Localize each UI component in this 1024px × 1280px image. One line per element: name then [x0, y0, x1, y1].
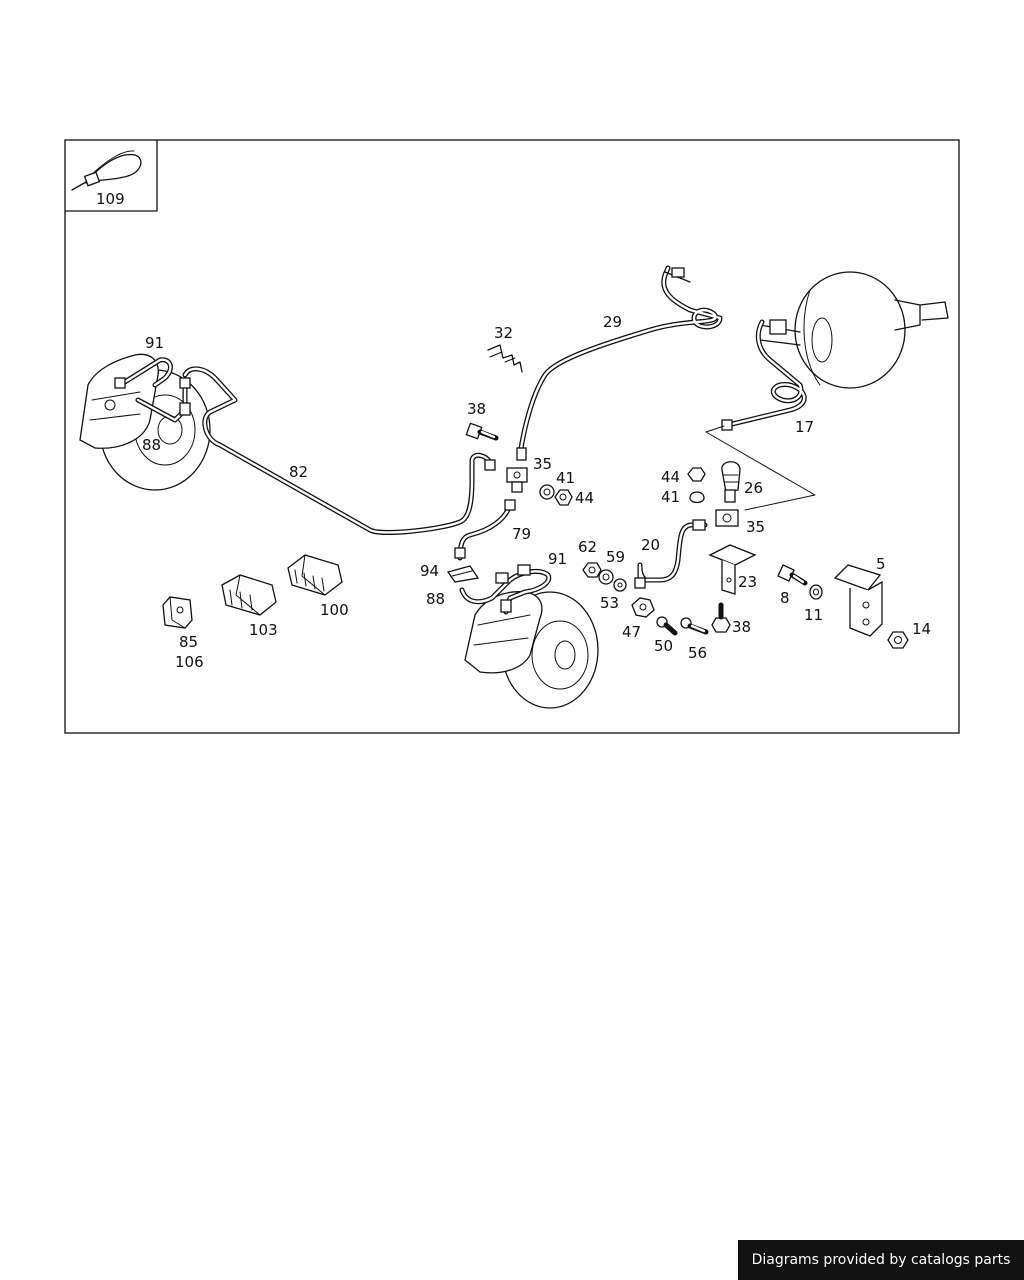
label-23: 23: [738, 573, 757, 591]
label-17: 17: [795, 418, 814, 436]
part-11-washer[interactable]: [809, 584, 823, 600]
part-50-bolt[interactable]: [656, 616, 678, 636]
label-14: 14: [912, 620, 931, 638]
label-8: 8: [780, 589, 790, 607]
label-91-right: 91: [548, 550, 567, 568]
diagram-frame: [64, 139, 960, 734]
part-35-tee-connector-right[interactable]: [715, 509, 739, 527]
part-88-left-brake-caliper[interactable]: [79, 353, 211, 491]
part-103-grommet[interactable]: [221, 574, 277, 616]
label-41-left: 41: [556, 469, 575, 487]
inset-box: [64, 139, 158, 212]
label-44-left: 44: [575, 489, 594, 507]
label-56: 56: [688, 644, 707, 662]
part-35-tee-connector[interactable]: [506, 467, 528, 493]
part-23-bracket[interactable]: [708, 544, 757, 595]
part-88-right-brake-caliper[interactable]: [464, 591, 599, 709]
part-38-bolt[interactable]: [465, 422, 499, 441]
leader-line: [705, 425, 816, 511]
part-29-brake-pipe[interactable]: [516, 265, 723, 461]
label-41-right: 41: [661, 488, 680, 506]
label-79: 79: [512, 525, 531, 543]
label-91-left: 91: [145, 334, 164, 352]
part-85-grommet[interactable]: [162, 596, 193, 629]
part-41-washer-right[interactable]: [689, 491, 705, 504]
part-94-clip[interactable]: [446, 565, 480, 583]
label-38-right: 38: [732, 618, 751, 636]
part-17-brake-pipe[interactable]: [721, 319, 807, 431]
part-53-bushing[interactable]: [613, 578, 627, 592]
label-82: 82: [289, 463, 308, 481]
label-100: 100: [320, 601, 349, 619]
part-14-nut[interactable]: [887, 631, 909, 649]
part-44-nut[interactable]: [554, 489, 573, 506]
label-88-right: 88: [426, 590, 445, 608]
part-82-brake-pipe[interactable]: [182, 366, 496, 535]
label-103: 103: [249, 621, 278, 639]
part-8-bolt[interactable]: [777, 564, 808, 586]
part-56-bolt[interactable]: [680, 617, 709, 635]
label-53: 53: [600, 594, 619, 612]
label-5: 5: [876, 555, 886, 573]
part-20-brake-pipe[interactable]: [634, 519, 708, 589]
label-85: 85: [179, 633, 198, 651]
part-5-mounting-bracket[interactable]: [833, 564, 883, 637]
label-26: 26: [744, 479, 763, 497]
part-32-clip[interactable]: [487, 344, 523, 373]
label-106: 106: [175, 653, 204, 671]
part-91-left-brake-pipe[interactable]: [114, 357, 191, 423]
part-38-bolt-right[interactable]: [711, 602, 731, 633]
label-35-left: 35: [533, 455, 552, 473]
label-50: 50: [654, 637, 673, 655]
part-47-fitting[interactable]: [631, 597, 655, 618]
label-94: 94: [420, 562, 439, 580]
part-26-valve[interactable]: [721, 461, 741, 503]
label-20: 20: [641, 536, 660, 554]
part-44-nut-right[interactable]: [687, 467, 706, 482]
credit-banner: Diagrams provided by catalogs parts: [738, 1240, 1024, 1280]
part-41-washer[interactable]: [539, 484, 555, 500]
label-47: 47: [622, 623, 641, 641]
label-109: 109: [96, 190, 125, 208]
label-11: 11: [804, 606, 823, 624]
label-59: 59: [606, 548, 625, 566]
label-88-left: 88: [142, 436, 161, 454]
part-59-washer[interactable]: [598, 569, 614, 585]
label-38-left: 38: [467, 400, 486, 418]
brake-booster[interactable]: [759, 271, 949, 389]
part-79-brake-pipe[interactable]: [454, 499, 516, 561]
label-62: 62: [578, 538, 597, 556]
label-44-right: 44: [661, 468, 680, 486]
part-91-right-brake-pipe[interactable]: [459, 564, 552, 615]
part-62-nut[interactable]: [582, 562, 602, 578]
label-35-right: 35: [746, 518, 765, 536]
part-100-grommet[interactable]: [287, 554, 343, 596]
label-29: 29: [603, 313, 622, 331]
part-109-cable-tie[interactable]: [71, 150, 142, 191]
label-32: 32: [494, 324, 513, 342]
